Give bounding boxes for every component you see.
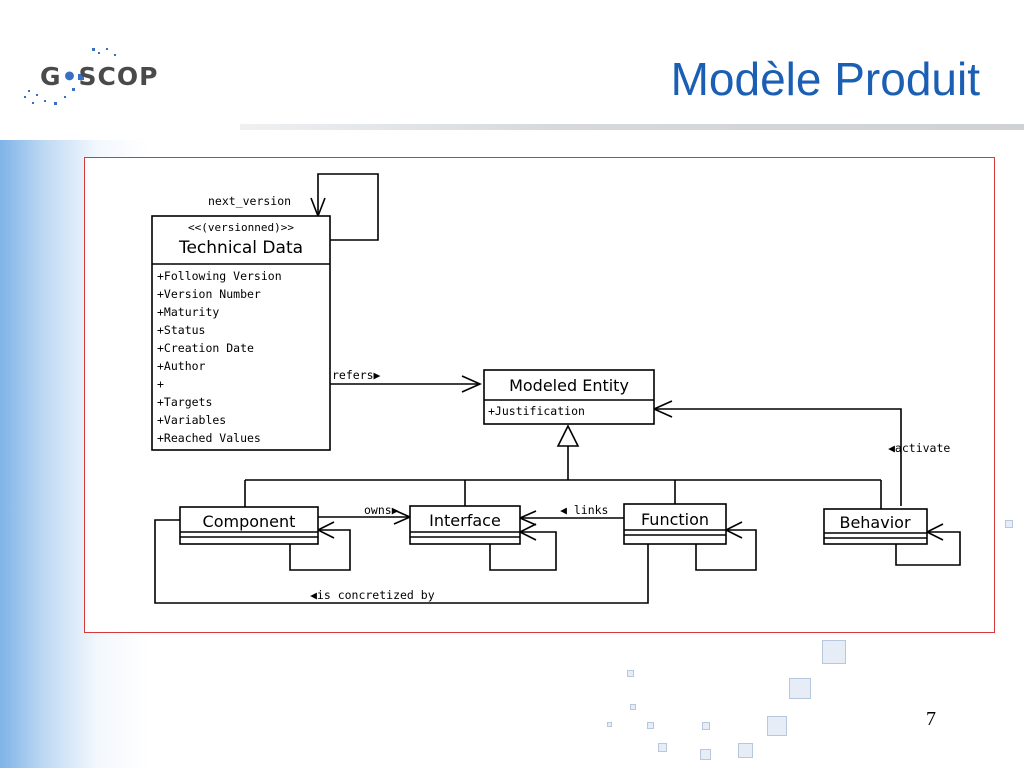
class-technical-data: <<(versionned)>> Technical Data +Followi… [151, 215, 331, 451]
decorative-square [738, 743, 753, 758]
uml-diagram: <<(versionned)>> Technical Data +Followi… [151, 173, 961, 604]
technical-data-attribute: + [157, 377, 164, 391]
technical-data-name: Technical Data [178, 238, 303, 258]
logo-text-g: G [40, 62, 62, 91]
decorative-square [789, 678, 811, 699]
owns-label: owns▶ [364, 503, 399, 517]
decorative-square [700, 749, 711, 760]
concretized-label: ◀is concretized by [310, 588, 435, 602]
technical-data-attribute: +Following Version [157, 269, 282, 283]
behavior-self-loop [895, 531, 961, 566]
concretized-line [154, 519, 649, 604]
technical-data-attribute: +Variables [157, 413, 226, 427]
next-version-label: next_version [208, 194, 291, 208]
refers-arrowhead [461, 375, 482, 393]
class-component: Component [179, 506, 319, 545]
next-version-loop [317, 173, 379, 241]
class-modeled-entity: Modeled Entity +Justification [483, 369, 655, 425]
generalization-triangle [556, 424, 580, 447]
interface-self-loop [489, 531, 557, 571]
decorative-square [607, 722, 612, 727]
decorative-square [767, 716, 787, 736]
technical-data-attribute: +Status [157, 323, 205, 337]
function-name: Function [641, 510, 709, 529]
technical-data-attribute: +Targets [157, 395, 212, 409]
decorative-square [1005, 520, 1013, 528]
logo-text-scop: SCOP [78, 62, 159, 91]
technical-data-attribute: +Reached Values [157, 431, 261, 445]
activate-line [653, 408, 902, 506]
technical-data-attribute: +Author [157, 359, 206, 373]
class-behavior: Behavior [823, 508, 928, 545]
behavior-name: Behavior [839, 513, 910, 532]
decorative-square [702, 722, 710, 730]
technical-data-attribute: +Version Number [157, 287, 261, 301]
decorative-square [647, 722, 654, 729]
component-self-loop [289, 529, 351, 571]
technical-data-attribute: +Creation Date [157, 341, 254, 355]
modeled-entity-name: Modeled Entity [509, 376, 629, 395]
decorative-square [630, 704, 636, 710]
modeled-entity-attribute: +Justification [488, 404, 585, 418]
decorative-square [822, 640, 846, 664]
component-name: Component [203, 512, 296, 531]
decorative-square [658, 743, 667, 752]
class-interface: Interface [409, 505, 521, 545]
logo-dots-graphic [24, 48, 116, 105]
logo-wordmark: G•SCOP [40, 62, 159, 91]
class-function: Function [623, 503, 727, 545]
refers-label: refers▶ [332, 368, 381, 382]
slide-title: Modèle Produit [670, 53, 980, 105]
links-label: ◀ links [560, 503, 608, 517]
interface-name: Interface [429, 511, 501, 530]
technical-data-stereotype: <<(versionned)>> [188, 221, 294, 234]
page-number: 7 [926, 708, 936, 730]
title-divider [240, 124, 1024, 130]
activate-label: ◀activate [888, 441, 950, 455]
technical-data-attribute: +Maturity [157, 305, 219, 319]
function-self-loop [695, 529, 757, 571]
decorative-square [627, 670, 634, 677]
